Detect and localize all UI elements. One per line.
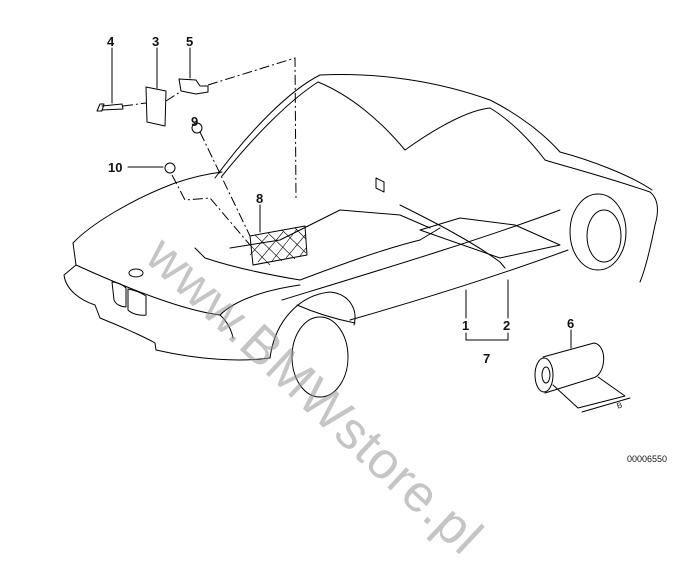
part-label-5[interactable]: 5: [186, 34, 194, 49]
part-label-9[interactable]: 9: [191, 114, 199, 129]
screw-part-4: [96, 103, 124, 112]
part-label-8[interactable]: 8: [256, 191, 264, 206]
car-body-outline: [63, 73, 658, 398]
car-parts-diagram: [63, 47, 658, 413]
part-label-7[interactable]: 7: [483, 351, 491, 366]
part-label-1[interactable]: 1: [462, 318, 470, 333]
part-label-4[interactable]: 4: [107, 34, 115, 49]
part-label-6[interactable]: 6: [567, 316, 575, 331]
part-label-3[interactable]: 3: [152, 34, 160, 49]
clip-part-5: [178, 78, 209, 95]
part-label-2[interactable]: 2: [503, 318, 511, 333]
parts: [96, 78, 631, 413]
clip-part-10: [164, 162, 176, 174]
luggage-net: [249, 225, 308, 266]
part-label-10[interactable]: 10: [108, 160, 123, 175]
roll-part-6: [534, 342, 631, 413]
leader-lines: [111, 47, 572, 349]
drawing-number: 00006550: [627, 454, 668, 464]
cover-part-3: [145, 86, 167, 127]
